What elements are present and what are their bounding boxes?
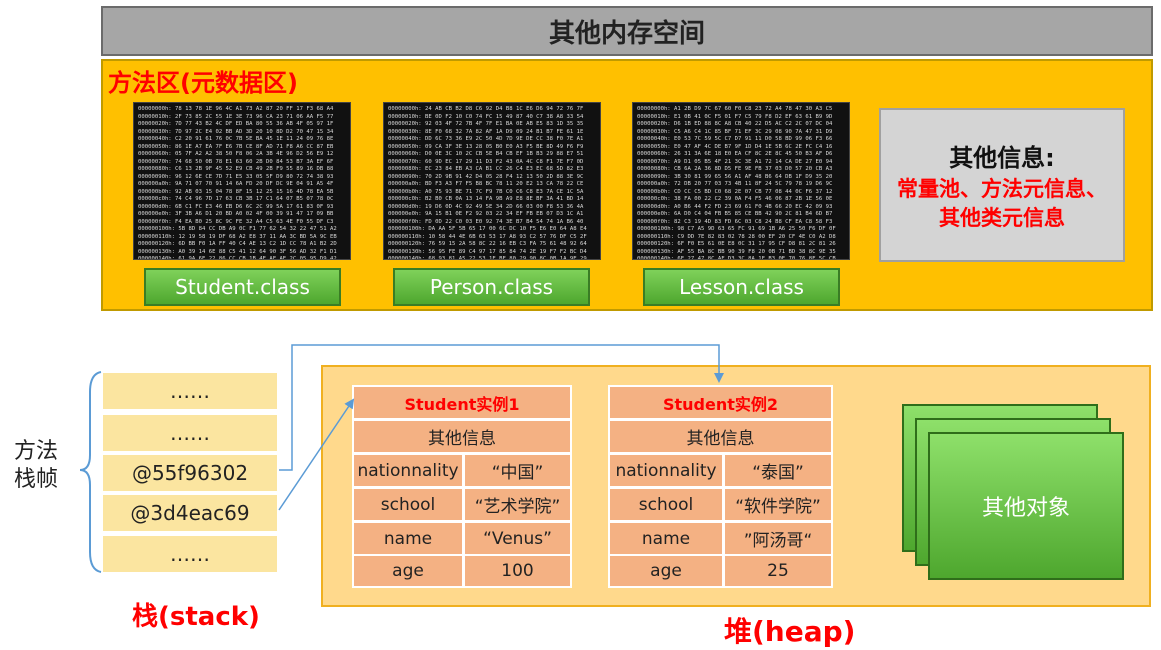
- field-value: “艺术学院”: [465, 489, 570, 520]
- student-bytecode-dump: 00000000h: 78 13 78 1E 96 4C A1 73 A2 87…: [133, 102, 351, 260]
- stack-frame-label-line-1: 方法: [13, 439, 58, 464]
- student-instance-1: Student实例1 其他信息 nationnality “中国” school…: [352, 385, 572, 588]
- field-value: “泰国”: [725, 455, 831, 486]
- instance-other-info: 其他信息: [610, 421, 831, 452]
- other-info-description: 常量池、方法元信息、 其他类元信息: [897, 175, 1107, 233]
- student-instance-2: Student实例2 其他信息 nationnality “泰国” school…: [608, 385, 833, 588]
- lesson-bytecode-dump: 00000000h: A1 2B D9 7C 67 60 F0 C8 23 72…: [632, 102, 850, 260]
- student-class-label: Student.class: [144, 268, 341, 306]
- other-info-title: 其他信息:: [949, 143, 1055, 172]
- field-key: age: [610, 556, 722, 586]
- field-value: “Venus”: [465, 523, 570, 554]
- stack-cell: ……: [103, 536, 277, 572]
- other-memory-banner: 其他内存空间: [101, 6, 1153, 56]
- stack-cell-reference-2: @3d4eac69: [103, 495, 277, 531]
- field-value: 100: [465, 556, 570, 586]
- other-objects-card: 其他对象: [928, 432, 1124, 580]
- field-key: name: [354, 523, 462, 554]
- stack-cell-reference-1: @55f96302: [103, 455, 277, 491]
- stack-frame-brace: [79, 371, 102, 573]
- stack-frame-label-line-2: 栈帧: [13, 467, 58, 492]
- instance-title: Student实例1: [354, 387, 570, 418]
- field-value: ”阿汤哥“: [725, 523, 831, 554]
- field-value: “中国”: [465, 455, 570, 486]
- other-info-box: 其他信息: 常量池、方法元信息、 其他类元信息: [879, 108, 1125, 262]
- field-key: school: [610, 489, 722, 520]
- field-value: “软件学院”: [725, 489, 831, 520]
- instance-title: Student实例2: [610, 387, 831, 418]
- stack-frame-label: 方法 栈帧: [8, 438, 64, 494]
- reference-arrow-to-instance-2: [279, 344, 724, 471]
- person-bytecode-dump: 00000000h: 24 AB CB B2 D8 C6 92 D4 B8 1C…: [383, 102, 601, 260]
- field-key: nationnality: [354, 455, 462, 486]
- reference-arrow-to-instance-1: [278, 398, 355, 511]
- stack-label: 栈(stack): [132, 602, 260, 632]
- stack-cell: ……: [103, 415, 277, 451]
- person-class-label: Person.class: [393, 268, 590, 306]
- field-key: school: [354, 489, 462, 520]
- field-key: name: [610, 523, 722, 554]
- other-info-line-2: 其他类元信息: [939, 205, 1065, 230]
- field-key: age: [354, 556, 462, 586]
- heap-label: 堆(heap): [724, 615, 856, 648]
- lesson-class-label: Lesson.class: [643, 268, 840, 306]
- other-info-line-1: 常量池、方法元信息、: [897, 176, 1107, 201]
- stack-cell: ……: [103, 373, 277, 409]
- field-value: 25: [725, 556, 831, 586]
- instance-other-info: 其他信息: [354, 421, 570, 452]
- method-area-title: 方法区(元数据区): [108, 69, 298, 97]
- field-key: nationnality: [610, 455, 722, 486]
